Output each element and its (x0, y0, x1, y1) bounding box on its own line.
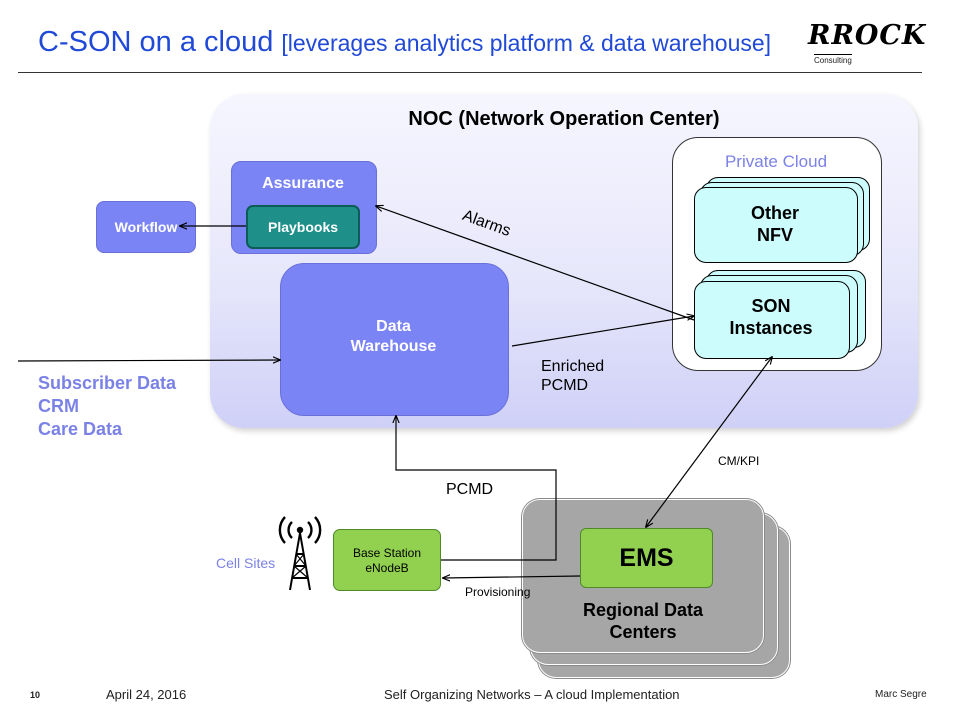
footer-title: Self Organizing Networks – A cloud Imple… (384, 687, 680, 702)
assurance-label: Assurance (262, 175, 344, 192)
provisioning-label: Provisioning (465, 585, 531, 599)
arrow-subscriber-to-dw (17, 360, 280, 361)
page-number: 10 (30, 690, 41, 700)
arrow-cm-kpi (646, 357, 772, 527)
playbooks-box: Playbooks (246, 205, 360, 249)
enriched-pcmd-label: Enriched PCMD (541, 358, 605, 394)
title-subtitle: [leverages analytics platform & data war… (281, 30, 772, 56)
other-nfv-label: Other NFV (750, 203, 799, 245)
logo-wordmark: RROCK (808, 20, 927, 51)
other-nfv-box (694, 187, 858, 263)
pcmd-label: PCMD (446, 481, 494, 498)
slide-title: C-SON on a cloud [leverages analytics pl… (38, 26, 771, 59)
logo-tagline: Consulting (814, 54, 852, 65)
ems-box: EMS (580, 528, 713, 588)
regional-data-centers-label: Regional Data Centers (582, 600, 704, 642)
title-main: C-SON on a cloud (38, 26, 274, 58)
cell-sites-label: Cell Sites (216, 555, 276, 571)
footer-author: Marc Segre (875, 689, 927, 700)
data-warehouse-box (280, 263, 509, 416)
footer-date: April 24, 2016 (106, 687, 187, 702)
cell-tower-icon (278, 516, 322, 591)
son-instances-label: SON Instances (729, 296, 813, 338)
company-logo: RROCK Consulting (808, 20, 927, 66)
title-divider (18, 72, 922, 73)
cm-kpi-label: CM/KPI (718, 454, 760, 468)
arrow-provisioning (443, 576, 581, 578)
workflow-box: Workflow (96, 201, 196, 253)
noc-title: NOC (Network Operation Center) (408, 108, 720, 130)
arrow-pcmd (396, 416, 557, 561)
arrow-alarms (376, 206, 695, 321)
arrow-enriched-pcmd (511, 316, 694, 347)
base-station-box: Base Station eNodeB (333, 529, 441, 591)
private-cloud-label: Private Cloud (724, 152, 828, 171)
subscriber-data-label: Subscriber Data CRM Care Data (38, 373, 177, 439)
data-warehouse-label: Data Warehouse (350, 318, 437, 355)
